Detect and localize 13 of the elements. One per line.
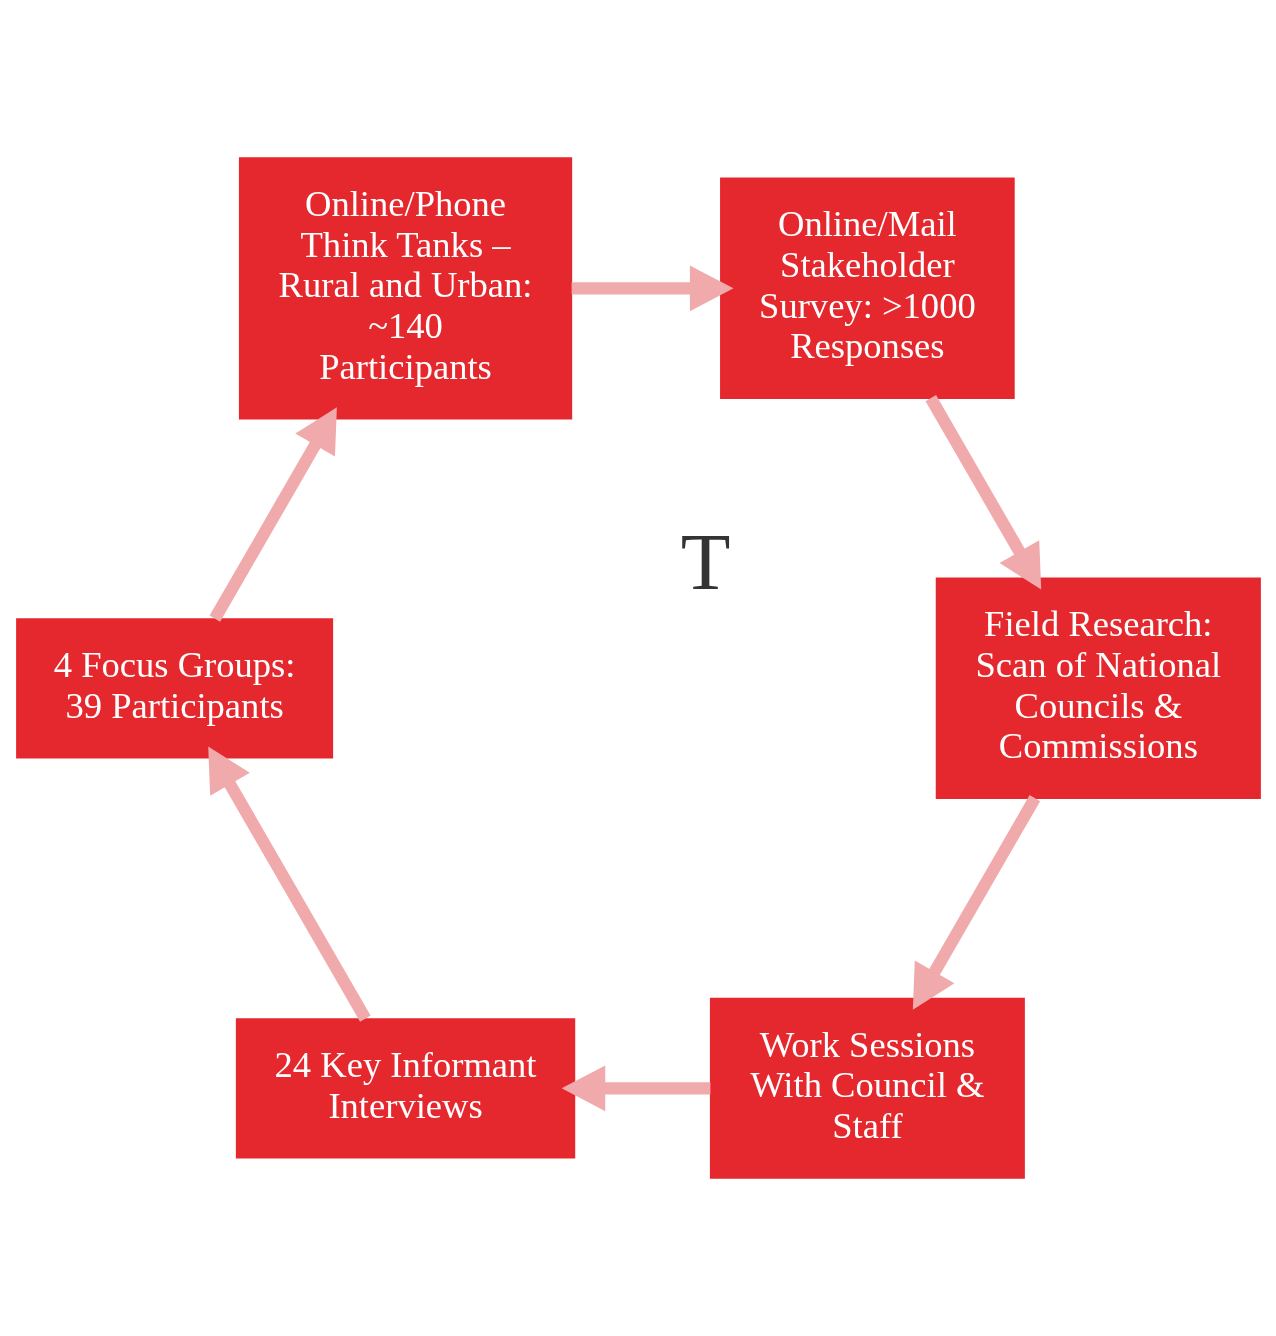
node-box: Work Sessions With Council & Staff [709, 997, 1025, 1179]
node-box: 24 Key Informant Interviews [235, 1018, 575, 1159]
node-box: 4 Focus Groups: 39 Participants [15, 618, 333, 759]
label: T [680, 516, 730, 607]
arrow [925, 395, 1041, 590]
node-box: Online/Phone Think Tanks – Rural and Urban: ~140 Participants [238, 157, 572, 420]
node-box: Field Research: Scan of National Councils & Commissions [935, 577, 1261, 800]
arrow [209, 407, 337, 622]
arrow [207, 746, 371, 1022]
arrow [912, 795, 1040, 1010]
node-box: Online/Mail Stakeholder Survey: >1000 Responses [719, 177, 1015, 400]
arrow [561, 1065, 710, 1112]
arrow [571, 265, 733, 312]
